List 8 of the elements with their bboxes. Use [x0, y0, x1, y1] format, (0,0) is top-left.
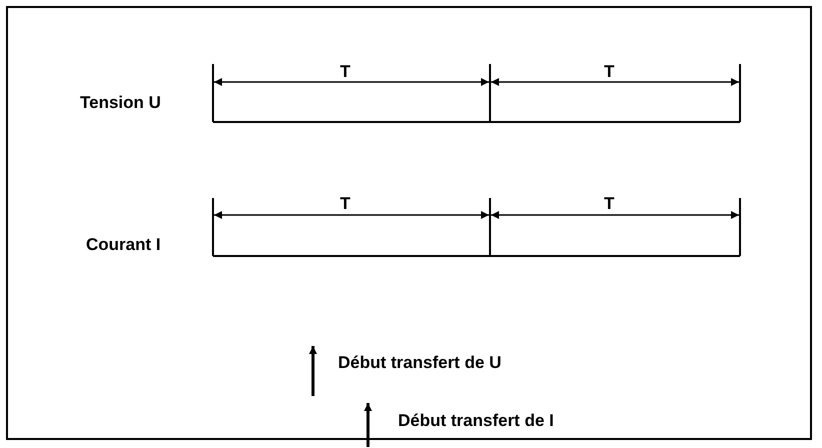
period-label: T	[604, 62, 614, 82]
annotation: Début transfert de U	[338, 353, 502, 373]
signal-name: Tension U	[80, 93, 161, 113]
period-label: T	[604, 194, 614, 214]
period-label: T	[340, 194, 350, 214]
signal-name: Courant I	[86, 235, 161, 255]
annotation: Début transfert de I	[398, 411, 554, 431]
period-label: T	[340, 62, 350, 82]
